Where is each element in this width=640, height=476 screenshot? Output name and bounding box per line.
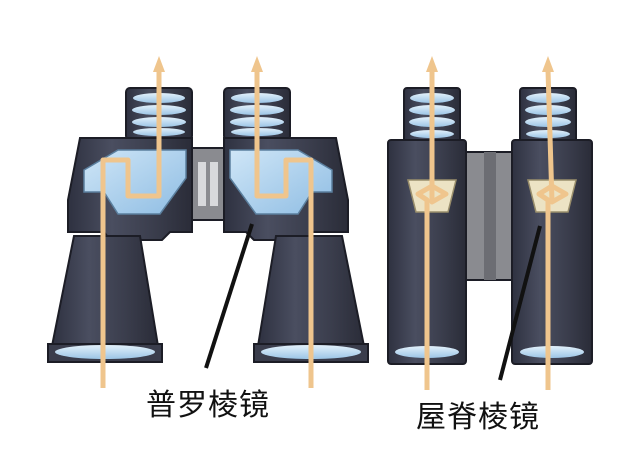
roof-pointer-line (498, 225, 542, 381)
roof-right-objective-lens (520, 346, 584, 358)
roof-bridge (463, 151, 517, 281)
roof-left-light-path (415, 56, 449, 390)
porro-pointer-line (204, 223, 254, 369)
porro-binocular (47, 56, 369, 388)
porro-prism-label: 普罗棱镜 (146, 388, 270, 423)
porro-hinge (191, 147, 225, 221)
roof-prism-label: 屋脊棱镜 (416, 400, 540, 435)
porro-right-light-path (251, 56, 314, 388)
roof-right-light-path (536, 56, 569, 390)
roof-binocular (387, 56, 593, 390)
roof-right-tube (511, 87, 593, 365)
porro-left-light-path (100, 56, 165, 388)
